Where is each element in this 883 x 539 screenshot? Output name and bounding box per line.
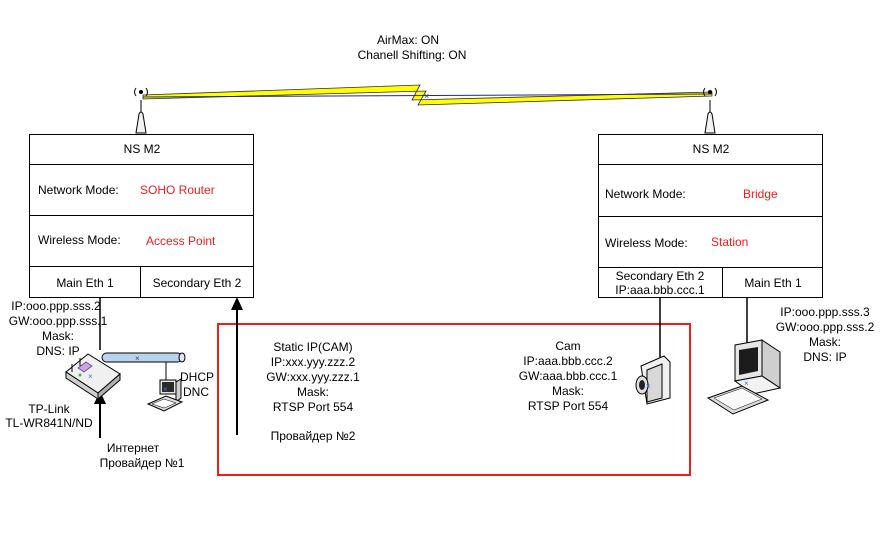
svg-text:×: × (424, 91, 429, 101)
provider2-uplink-arrow (231, 297, 243, 435)
left-wireless-mode-label: Wireless Mode: (38, 233, 121, 247)
right-settings-mask: Mask: (808, 335, 842, 349)
dhcp-label: DHCP (180, 370, 215, 384)
left-network-mode-label: Network Mode: (38, 183, 119, 197)
camera-gateway: GW:aaa.bbb.ccc.1 (518, 369, 618, 383)
left-settings-mask: Mask: (41, 329, 75, 343)
right-network-mode-value: Bridge (743, 187, 778, 201)
static-ip-rtsp: RTSP Port 554 (272, 400, 354, 414)
left-settings-dns: DNS: IP (36, 344, 80, 358)
svg-text:×: × (163, 385, 168, 394)
camera-rtsp: RTSP Port 554 (527, 399, 609, 413)
left-network-mode-value: SOHO Router (140, 183, 215, 197)
left-port-secondary-eth2: Secondary Eth 2 (140, 266, 254, 298)
left-device-title: NS M2 (123, 142, 161, 156)
internet-label: Интернет (106, 441, 160, 455)
left-settings-ip: IP:ooo.ppp.sss.2 (11, 299, 101, 313)
svg-text:×: × (646, 382, 651, 391)
left-port-main-eth1-label: Main Eth 1 (56, 276, 114, 290)
provider1-label: Провайдер №1 (99, 456, 185, 470)
right-port-secondary-eth2-label: Secondary Eth 2 (615, 269, 705, 283)
right-device-title-row: NS M2 (598, 134, 823, 165)
provider2-label: Провайдер №2 (270, 429, 356, 443)
camera-title: Cam (555, 339, 581, 353)
camera-network-boundary (217, 323, 691, 476)
right-wireless-mode-label: Wireless Mode: (605, 236, 688, 250)
static-ip-title: Static IP(CAM) (273, 340, 353, 354)
ip-camera-icon: × (635, 355, 671, 405)
right-network-mode-row: Network Mode: Bridge (598, 164, 823, 217)
right-port-main-eth1: Main Eth 1 (722, 267, 823, 298)
left-network-mode-row: Network Mode: SOHO Router (29, 164, 254, 216)
router-label-model: TL-WR841N/ND (5, 416, 93, 430)
workstation-pc-icon: × (706, 339, 782, 415)
svg-text:×: × (135, 354, 140, 363)
camera-ip: IP:aaa.bbb.ccc.2 (523, 354, 613, 368)
right-settings-dns: DNS: IP (803, 350, 847, 364)
right-wireless-mode-row: Wireless Mode: Station (598, 216, 823, 268)
left-settings-gw: GW:ooo.ppp.sss.1 (8, 314, 108, 328)
right-port-secondary-eth2-ip: IP:aaa.bbb.ccc.1 (615, 283, 705, 297)
right-antenna-icon (703, 87, 717, 134)
channel-shifting-label: Chanell Shifting: ON (357, 48, 467, 62)
static-ip-mask: Mask: (296, 385, 330, 399)
right-wireless-mode-value: Station (711, 235, 749, 249)
svg-text:×: × (88, 372, 93, 381)
left-antenna-icon (134, 87, 148, 134)
left-port-secondary-eth2-label: Secondary Eth 2 (152, 276, 242, 290)
airmax-label: AirMax: ON (376, 33, 440, 47)
router-label-brand: TP-Link (28, 402, 70, 416)
right-network-mode-label: Network Mode: (605, 187, 686, 201)
left-wireless-mode-value: Access Point (146, 234, 216, 248)
static-ip-address: IP:xxx.yyy.zzz.2 (270, 355, 356, 369)
dhcp-server-pc-icon: × (146, 378, 184, 412)
right-port-secondary-eth2: Secondary Eth 2 IP:aaa.bbb.ccc.1 (598, 267, 723, 298)
left-port-main-eth1: Main Eth 1 (29, 266, 141, 298)
svg-text:×: × (744, 379, 749, 388)
dnc-label: DNC (183, 385, 209, 399)
left-wireless-mode-row: Wireless Mode: Access Point (29, 215, 254, 267)
wireless-link-line (142, 93, 713, 98)
lan-bus-icon: × (101, 352, 186, 380)
right-settings-gw: GW:ooo.ppp.sss.2 (775, 320, 875, 334)
right-port-main-eth1-label: Main Eth 1 (744, 276, 802, 290)
camera-mask: Mask: (551, 384, 585, 398)
left-device-title-row: NS M2 (29, 134, 254, 165)
right-settings-ip: IP:ooo.ppp.sss.3 (780, 305, 870, 319)
right-device-title: NS M2 (692, 142, 730, 156)
static-ip-gateway: GW:xxx.yyy.zzz.1 (266, 370, 360, 384)
router-icon: × (65, 353, 121, 401)
